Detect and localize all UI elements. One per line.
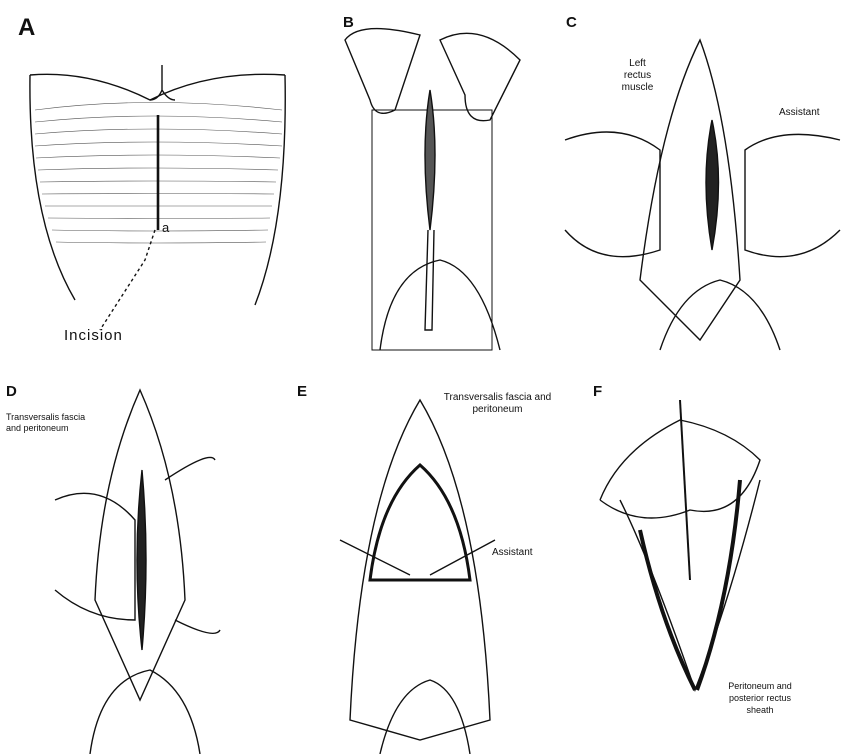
- panel-label-a: A: [18, 14, 36, 41]
- panel-label-d: D: [6, 383, 17, 400]
- panel-label-c: C: [566, 14, 577, 31]
- transversalis-label-d: Transversalis fascia and peritoneum: [6, 412, 86, 433]
- panel-e-fascia: [339, 398, 496, 754]
- transversalis-label-e: Transversalis fascia and peritoneum: [443, 392, 552, 415]
- panel-label-b: B: [343, 14, 354, 31]
- left-rectus-muscle-label: Left rectus muscle: [621, 58, 654, 93]
- incision-label: Incision: [64, 327, 123, 344]
- panel-f-peritoneum: [599, 399, 761, 693]
- assistant-label-c: Assistant: [779, 107, 820, 118]
- panel-c-rectus: [564, 38, 841, 351]
- panel-label-f: F: [593, 383, 603, 400]
- assistant-label-e: Assistant: [492, 547, 533, 558]
- panel-b-incision: [344, 27, 521, 351]
- panel-label-e: E: [297, 383, 308, 400]
- panel-d-fascia: [54, 388, 221, 754]
- point-label-a: a: [162, 220, 170, 235]
- panel-a-torso: [29, 65, 286, 331]
- peritoneum-label-f: Peritoneum and posterior rectus sheath: [728, 681, 792, 715]
